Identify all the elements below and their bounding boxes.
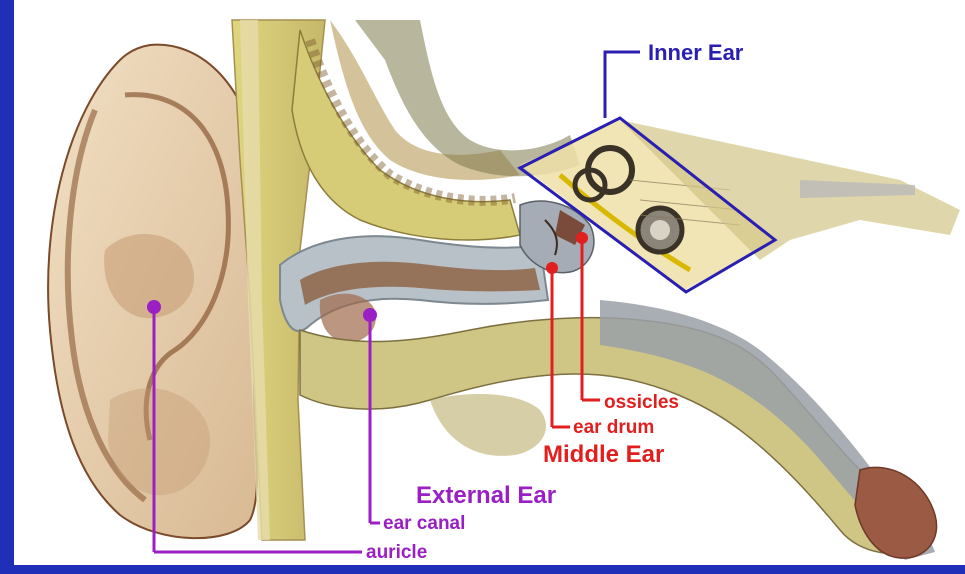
inner-ear-leader-line (605, 52, 640, 118)
ear-canal-label: ear canal (383, 514, 465, 533)
inner-ear-label: Inner Ear (648, 42, 743, 64)
ear-drum-label: ear drum (573, 418, 654, 437)
ossicles-label: ossicles (604, 393, 679, 412)
middle-ear-label: Middle Ear (543, 443, 664, 467)
eardrum-marker (546, 262, 558, 274)
inner-ear-illustration (520, 120, 960, 290)
ossicles-marker (576, 232, 588, 244)
auricle-marker (147, 300, 161, 314)
external-ear-label: External Ear (416, 484, 556, 508)
auricle-label: auricle (366, 543, 427, 562)
bottom-frame-bar (0, 565, 965, 574)
ear-canal-marker (363, 308, 377, 322)
